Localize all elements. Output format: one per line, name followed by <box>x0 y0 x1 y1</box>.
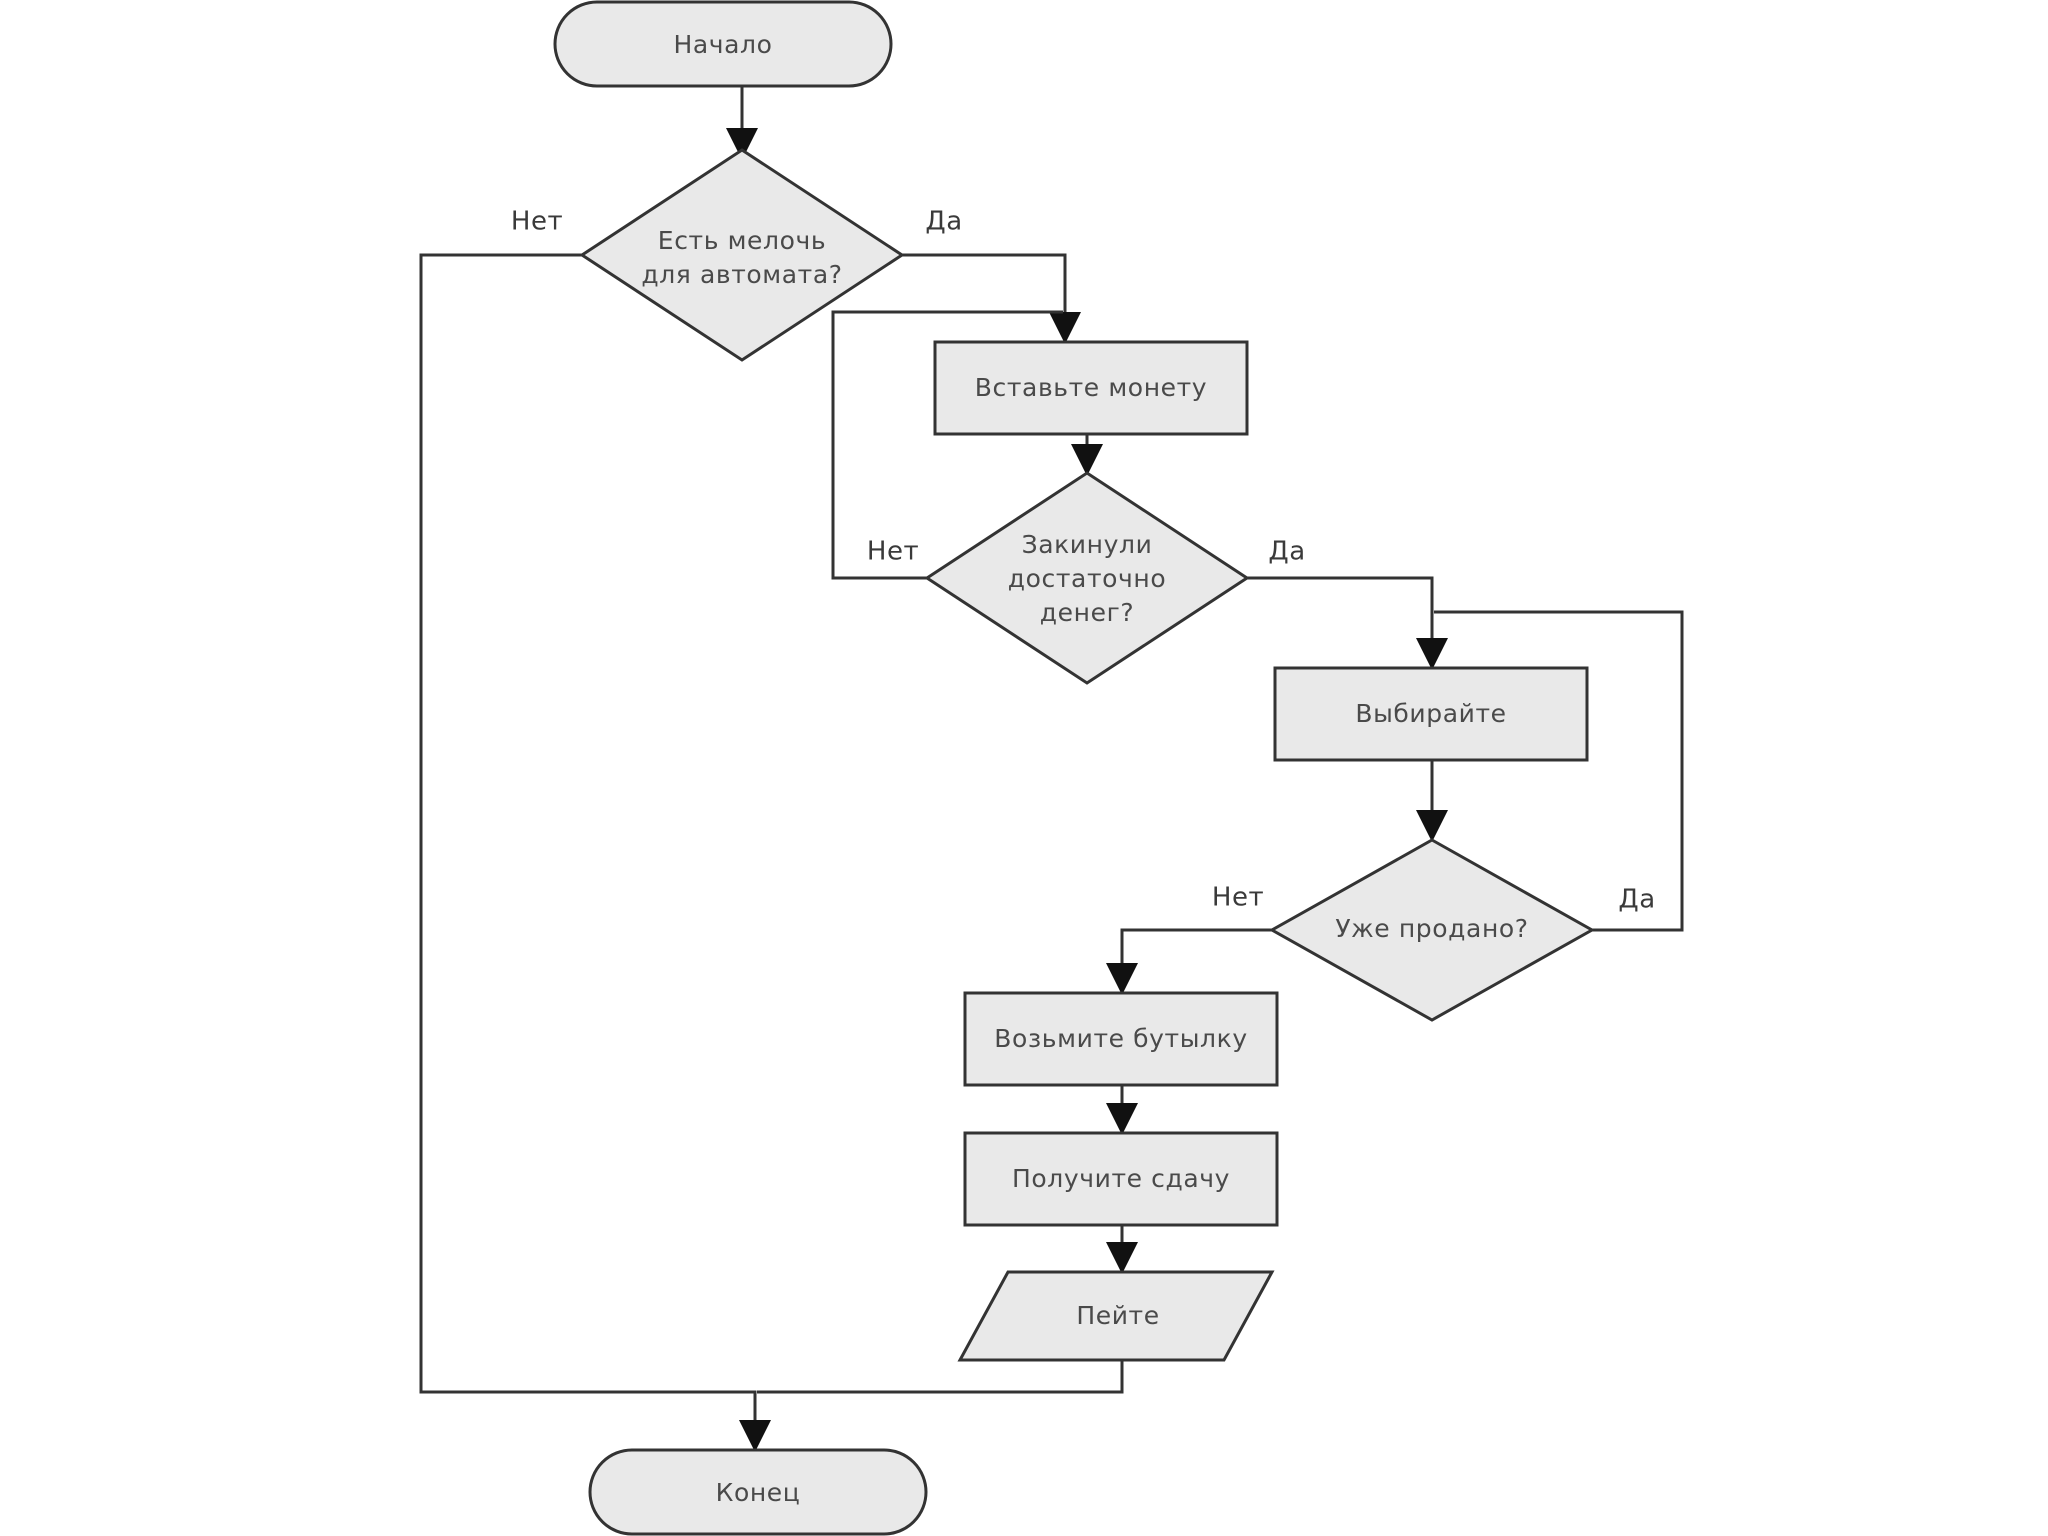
node-label-start: Начало <box>673 30 772 59</box>
arrowhead-icon <box>726 128 758 160</box>
edge-label-decision2-yes: Да <box>1268 537 1305 567</box>
edge-start-to-decision <box>726 86 758 160</box>
edge-decision2-yes-to-choose <box>1247 576 1448 670</box>
edge-decision2-no-loop <box>831 310 1063 580</box>
edge-label-decision1-no: Нет <box>511 207 563 237</box>
node-insert-coin[interactable]: Вставьте монету <box>933 340 1249 436</box>
node-shape-diamond <box>579 148 905 362</box>
edge-path <box>757 1360 1124 1394</box>
edge-layer <box>419 86 1684 1452</box>
edge-path <box>419 253 757 1432</box>
edge-decision3-yes-loop <box>1434 610 1684 932</box>
node-label-insert-coin: Вставьте монету <box>975 373 1207 402</box>
node-has-change-decision[interactable]: Есть мелочь для автомата? <box>579 148 905 362</box>
node-get-change[interactable]: Получите сдачу <box>963 1131 1279 1227</box>
edge-label-decision3-no: Нет <box>1212 883 1264 913</box>
node-label-drink: Пейте <box>1076 1301 1159 1330</box>
node-label-get-change: Получите сдачу <box>1012 1164 1230 1193</box>
node-take-bottle[interactable]: Возьмите бутылку <box>963 991 1279 1087</box>
edge-label-layer: Нет Да Нет Да Да Нет <box>511 207 1655 915</box>
edge-path <box>1120 928 1272 973</box>
node-shape-process <box>1273 666 1589 762</box>
node-shape-process <box>963 1131 1279 1227</box>
node-label-enough-money-line3: денег? <box>1040 598 1134 627</box>
node-sold-out-decision[interactable]: Уже продано? <box>1268 838 1596 1022</box>
edge-get-change-to-drink <box>1106 1225 1138 1274</box>
arrowhead-icon <box>1106 1242 1138 1274</box>
node-shape-process <box>963 991 1279 1087</box>
node-shape-parallelogram <box>957 1270 1275 1362</box>
node-shape-terminator <box>588 1448 928 1536</box>
node-label-has-change-line2: для автомата? <box>641 260 842 289</box>
arrowhead-icon <box>739 1420 771 1452</box>
edge-label-decision2-no: Нет <box>867 537 919 567</box>
node-label-enough-money-line2: достаточно <box>1008 564 1166 593</box>
node-shape-diamond <box>1268 838 1596 1022</box>
node-choose[interactable]: Выбирайте <box>1273 666 1589 762</box>
arrowhead-icon <box>1071 444 1103 476</box>
edge-take-bottle-to-get-change <box>1106 1085 1138 1135</box>
edge-path <box>902 253 1067 322</box>
edge-decision3-no-to-take-bottle <box>1106 928 1272 995</box>
node-label-end: Конец <box>716 1478 801 1507</box>
node-label-take-bottle: Возьмите бутылку <box>994 1024 1247 1053</box>
node-label-has-change-line1: Есть мелочь <box>658 226 826 255</box>
node-start[interactable]: Начало <box>553 0 893 88</box>
edge-drink-to-end <box>757 1360 1124 1394</box>
node-enough-money-decision[interactable]: Закинули достаточно денег? <box>924 471 1250 685</box>
node-label-sold-out: Уже продано? <box>1335 914 1528 943</box>
edge-path <box>831 310 1063 580</box>
arrowhead-icon <box>1416 810 1448 842</box>
node-shape-diamond <box>924 471 1250 685</box>
arrowhead-icon <box>1106 1103 1138 1135</box>
edge-path <box>1247 576 1434 648</box>
node-shape-terminator <box>553 0 893 88</box>
node-layer: Начало Есть мелочь для автомата? Вставьт… <box>553 0 1596 1536</box>
arrowhead-icon <box>1106 963 1138 995</box>
node-end[interactable]: Конец <box>588 1448 928 1536</box>
node-label-enough-money-line1: Закинули <box>1022 530 1153 559</box>
edge-path <box>1434 610 1684 932</box>
edge-choose-to-decision3 <box>1416 760 1448 842</box>
arrowhead-icon <box>1049 312 1081 344</box>
edge-decision1-no-to-end <box>419 253 771 1452</box>
node-drink[interactable]: Пейте <box>957 1270 1275 1362</box>
edge-label-decision1-yes: Да <box>925 207 962 237</box>
node-shape-process <box>933 340 1249 436</box>
node-label-choose: Выбирайте <box>1355 699 1506 728</box>
edge-decision1-yes-to-insert-coin <box>902 253 1081 344</box>
arrowhead-icon <box>1416 638 1448 670</box>
edge-insert-coin-to-decision2 <box>1071 434 1103 476</box>
edge-label-decision3-yes: Да <box>1618 885 1655 915</box>
